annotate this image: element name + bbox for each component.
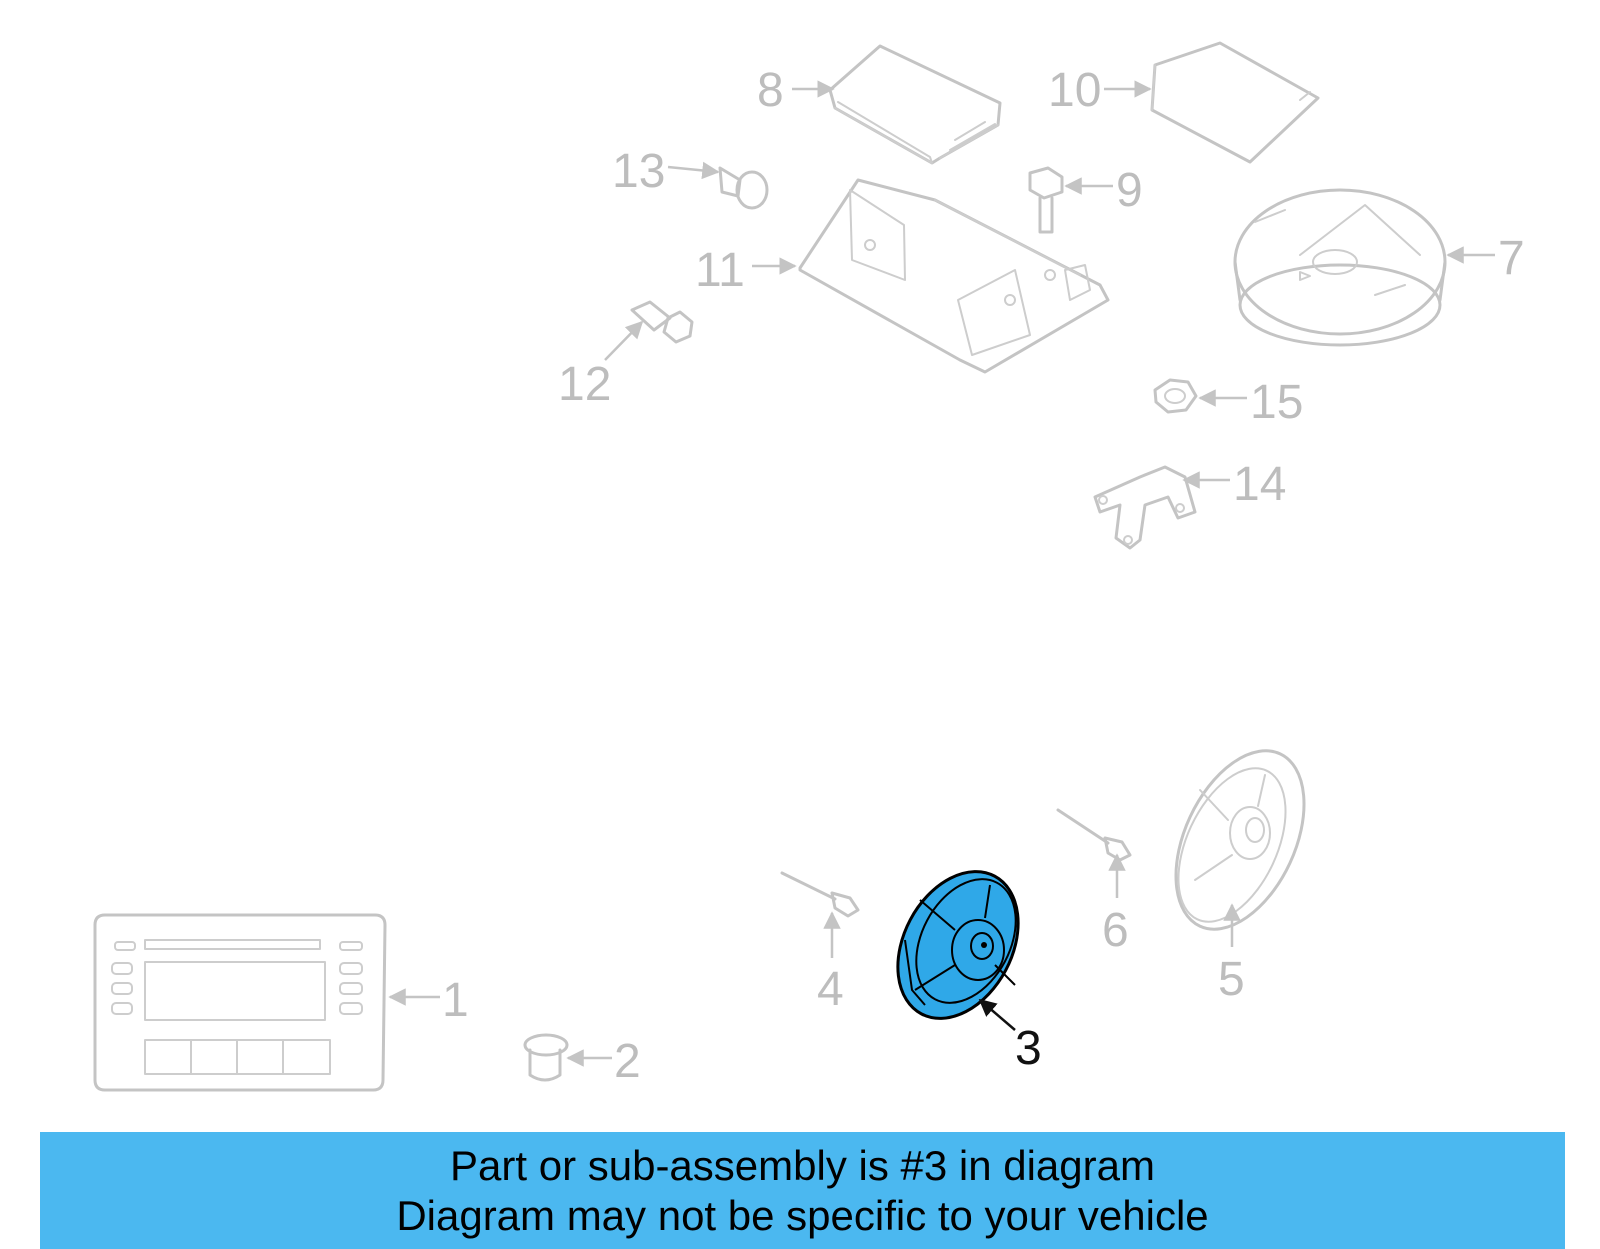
callout-4[interactable]: 4 bbox=[817, 963, 844, 1016]
callout-13[interactable]: 13 bbox=[612, 145, 665, 198]
part-1-radio[interactable] bbox=[93, 913, 387, 1092]
callout-12[interactable]: 12 bbox=[558, 358, 611, 411]
callout-3[interactable]: 3 bbox=[1015, 1022, 1042, 1075]
part-3-speaker-highlighted[interactable] bbox=[874, 851, 1043, 1039]
info-banner: Part or sub-assembly is #3 in diagram Di… bbox=[40, 1132, 1565, 1249]
part-12-bolt[interactable] bbox=[630, 300, 694, 344]
part-4-rivet[interactable] bbox=[780, 871, 860, 918]
part-13-clip[interactable] bbox=[718, 166, 769, 210]
callout-9[interactable]: 9 bbox=[1116, 164, 1143, 217]
part-10-cover[interactable] bbox=[1150, 41, 1320, 164]
callout-11[interactable]: 11 bbox=[695, 244, 745, 297]
part-5-speaker[interactable] bbox=[1150, 731, 1330, 950]
part-14-bracket[interactable] bbox=[1093, 465, 1197, 550]
part-8-module[interactable] bbox=[828, 44, 1002, 165]
callout-1[interactable]: 1 bbox=[442, 974, 469, 1027]
part-11-bracket[interactable] bbox=[798, 178, 1110, 374]
callout-14[interactable]: 14 bbox=[1233, 458, 1286, 511]
callout-8[interactable]: 8 bbox=[757, 64, 784, 117]
part-15-nut[interactable] bbox=[1153, 378, 1198, 414]
banner-line-2: Diagram may not be specific to your vehi… bbox=[396, 1191, 1209, 1239]
callout-12-leader bbox=[604, 320, 644, 361]
part-9-bolt[interactable] bbox=[1028, 166, 1064, 234]
callout-13-leader bbox=[667, 161, 720, 180]
part-6-rivet[interactable] bbox=[1056, 808, 1132, 862]
part-7-subwoofer[interactable] bbox=[1233, 188, 1447, 347]
banner-line-1: Part or sub-assembly is #3 in diagram bbox=[450, 1141, 1155, 1189]
callout-3-leader bbox=[978, 998, 1016, 1031]
callout-5[interactable]: 5 bbox=[1218, 953, 1245, 1006]
callout-7[interactable]: 7 bbox=[1498, 232, 1525, 285]
callout-2[interactable]: 2 bbox=[614, 1035, 641, 1088]
callout-10[interactable]: 10 bbox=[1048, 64, 1101, 117]
part-2-bushing[interactable] bbox=[523, 1033, 569, 1082]
callout-15[interactable]: 15 bbox=[1250, 376, 1303, 429]
callout-6[interactable]: 6 bbox=[1102, 904, 1129, 957]
